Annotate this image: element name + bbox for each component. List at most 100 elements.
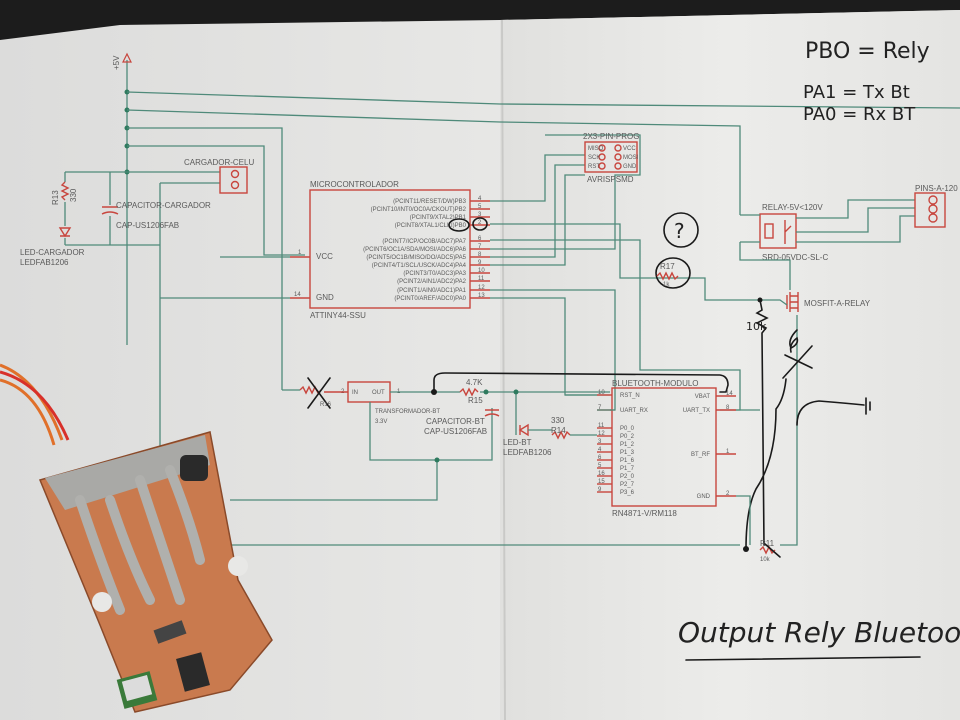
r11-ref: R11 bbox=[760, 539, 775, 548]
paper-fold bbox=[501, 19, 506, 720]
handwritten-mods: 10k bbox=[743, 299, 871, 552]
mcu-pin-num: 12 bbox=[478, 285, 485, 291]
bt-pin-name: UART_RX bbox=[620, 408, 648, 414]
bt-pin-num: 3 bbox=[598, 439, 602, 445]
mcu-pin-num: 4 bbox=[478, 196, 482, 202]
prog-pin-sck: SCK bbox=[588, 155, 600, 161]
mcu-pin-name: (PCINT7/ICP/OC0B/ADC7)PA7 bbox=[382, 239, 466, 245]
mcu-pin-name: (PCINT5/OC1B/MISO/DO/ADC5)PA5 bbox=[366, 255, 466, 261]
prog-part: AVRISPSMD bbox=[587, 175, 634, 184]
bt-pin-name: P1_3 bbox=[620, 450, 635, 456]
charger-section: CARGADOR-CELU R13 330 LED-CARGADOR LEDFA… bbox=[20, 158, 254, 267]
charger-led-part: LEDFAB1206 bbox=[20, 258, 69, 267]
bt-pin-num: 5 bbox=[598, 463, 602, 469]
reg-out: OUT bbox=[372, 390, 385, 396]
reg-value: 3.3V bbox=[375, 419, 387, 425]
mcu-pin-num: 11 bbox=[478, 276, 485, 282]
supply-arrow-icon bbox=[122, 52, 132, 63]
mcu-pin-num: 7 bbox=[478, 244, 482, 250]
r15-resistor bbox=[459, 387, 479, 397]
bt-led-part: LEDFAB1206 bbox=[503, 448, 552, 457]
bt-pin-num: 7 bbox=[598, 405, 602, 411]
microcontroller: MICROCONTROLADOR VCC GND 1 14 ATTINY44-S… bbox=[290, 180, 490, 320]
mcu-gnd-label: GND bbox=[316, 293, 334, 302]
bt-pin-num: 6 bbox=[598, 455, 602, 461]
bt-pin-name: P0_0 bbox=[620, 426, 635, 432]
bt-pin-name: P1_6 bbox=[620, 458, 635, 464]
bt-cap-label: CAPACITOR-BT bbox=[426, 417, 485, 426]
prog-pin-mosi: MOSI bbox=[623, 155, 639, 161]
mcu-pin-num: 8 bbox=[478, 252, 482, 258]
bt-part: RN4871-V/RM118 bbox=[612, 509, 677, 518]
bt-pin-num: 14 bbox=[726, 391, 733, 397]
r16-ref: R16 bbox=[320, 402, 332, 408]
bt-pin-name: P1_7 bbox=[620, 466, 635, 472]
bt-pin-num: 16 bbox=[598, 471, 605, 477]
mcu-pin-name: (PCINT10/INT0/OC0A/CKOUT)PB2 bbox=[371, 207, 467, 213]
pcb-board bbox=[0, 363, 273, 713]
mcu-pin-name: (PCINT2/AIN1/ADC2)PA2 bbox=[397, 279, 467, 285]
pins-out: PINS-A-120 bbox=[914, 184, 958, 228]
relay: RELAY-5V<120V SRD-05VDC-SL-C bbox=[739, 199, 915, 290]
prog-pin-miso: MISO bbox=[588, 146, 604, 152]
bt-pin-num: 2 bbox=[726, 491, 730, 497]
mcu-vcc-label: VCC bbox=[316, 252, 333, 261]
bt-pin-name: GND bbox=[697, 494, 711, 500]
mcu-pin-num: 6 bbox=[478, 236, 482, 242]
mcu-vcc-pin: 1 bbox=[298, 250, 302, 256]
note-pa0: PA0 = Rx BT bbox=[803, 104, 916, 125]
r17-value: 1k bbox=[663, 282, 670, 288]
handwritten-notes: PBO = Rely PA1 = Tx Bt PA0 = Rx BT ? bbox=[655, 39, 930, 289]
relay-label: RELAY-5V<120V bbox=[762, 203, 823, 212]
mcu-pin-num: 3 bbox=[478, 212, 482, 218]
charger-capacitor bbox=[101, 206, 119, 215]
pin2-circled bbox=[472, 217, 488, 231]
mcu-pin-name: (PCINT0/AREF/ADC0)PA0 bbox=[394, 296, 466, 302]
mcu-gnd-pin: 14 bbox=[294, 292, 301, 298]
reg-label: TRANSFORMADOR-BT bbox=[375, 409, 440, 415]
prog-pin-vcc: VCC bbox=[623, 146, 636, 152]
hand-10k: 10k bbox=[746, 320, 767, 333]
r11: R11 10k bbox=[759, 539, 781, 563]
charger-led bbox=[58, 227, 72, 238]
r13-ref: R13 bbox=[51, 190, 60, 205]
bt-capacitor bbox=[484, 409, 500, 417]
title-handwritten: Output Rely Bluetooth bbox=[678, 616, 960, 649]
bt-pin-num: 10 bbox=[598, 390, 605, 396]
charger-cap-label: CAPACITOR-CARGADOR bbox=[116, 201, 211, 210]
r14-resistor bbox=[551, 430, 571, 440]
bt-label: BLUETOOTH-MODULO bbox=[612, 379, 699, 388]
charger-cap-part: CAP-US1206FAB bbox=[116, 221, 179, 230]
pb0-circled bbox=[448, 218, 470, 232]
mcu-pin-num: 13 bbox=[478, 293, 485, 299]
mcu-pin-name: (PCINT6/OC1A/SDA/MOSI/ADC6)PA6 bbox=[363, 247, 467, 253]
bt-pin-name: P1_2 bbox=[620, 442, 635, 448]
mcu-pin-num: 9 bbox=[478, 260, 482, 266]
relay-part: SRD-05VDC-SL-C bbox=[762, 253, 828, 262]
bt-pin-num: 9 bbox=[598, 487, 602, 493]
bt-pin-name: P2_0 bbox=[620, 474, 635, 480]
mcu-pin-num: 2 bbox=[478, 220, 482, 226]
prog-label: 2X3-PIN-PROG bbox=[583, 132, 639, 141]
mcu-pin-num: 10 bbox=[478, 268, 485, 274]
question-mark: ? bbox=[674, 219, 685, 243]
mcu-pin-num: 5 bbox=[478, 204, 482, 210]
charger-label: CARGADOR-CELU bbox=[184, 158, 254, 167]
reg-in: IN bbox=[352, 390, 358, 396]
charger-connector bbox=[219, 166, 248, 194]
regulator-section: R16 2 IN OUT 1 TRANSFORMADOR-BT 3.3V 4.7… bbox=[230, 372, 729, 501]
bt-pin-name: BT_RF bbox=[691, 452, 710, 458]
bt-pin-num: 1 bbox=[726, 449, 730, 455]
bt-cap-part: CAP-US1206FAB bbox=[424, 427, 487, 436]
mosfet: MOSFIT-A-RELAY bbox=[757, 292, 871, 546]
bt-pin-name: RST_N bbox=[620, 393, 640, 399]
mcu-pin-name: (PCINT11/RESET/DW)PB3 bbox=[393, 199, 467, 205]
mcu-pin-name: (PCINT9/XTAL2)PB1 bbox=[410, 215, 467, 221]
mcu-pin-name: (PCINT4/T1/SCL/USCK/ADC4)PA4 bbox=[372, 263, 467, 269]
bt-pin-name: P0_2 bbox=[620, 434, 635, 440]
note-pb0: PBO = Rely bbox=[805, 39, 930, 64]
pins-out-label: PINS-A-120 bbox=[915, 184, 958, 193]
wire-red bbox=[0, 370, 70, 441]
